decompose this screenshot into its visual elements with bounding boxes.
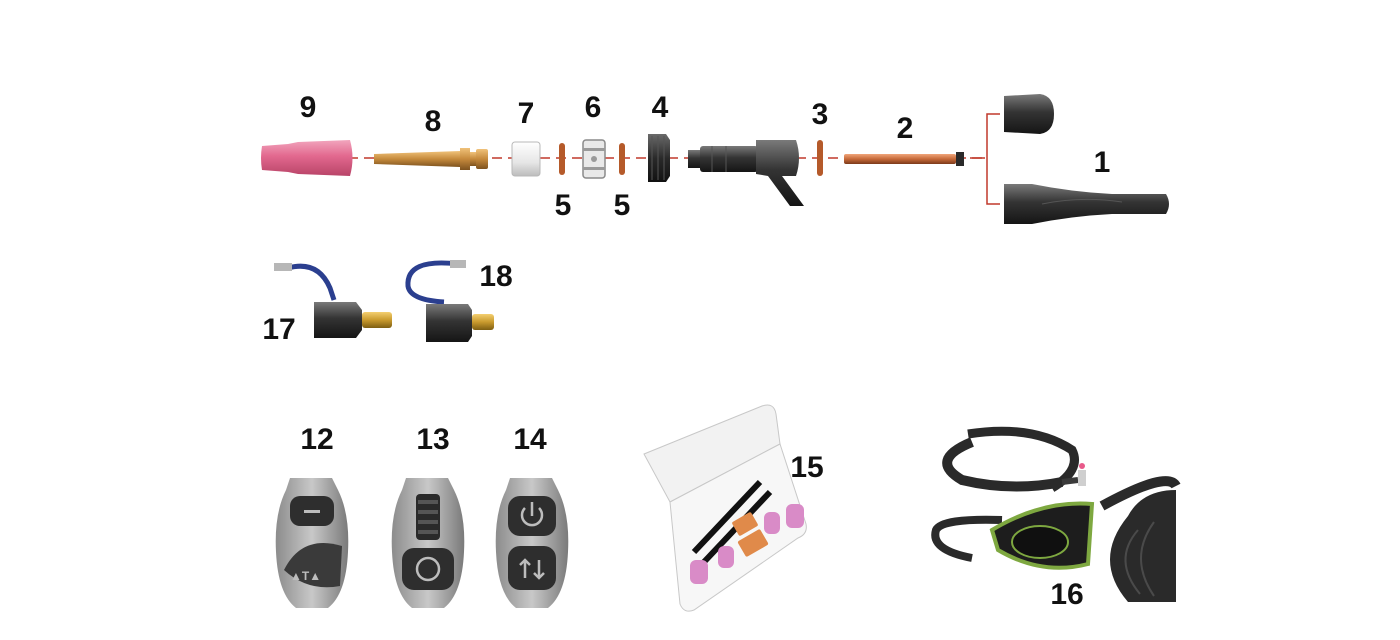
insulator-part-7 bbox=[511, 141, 541, 177]
switch-part-12: ▲T▲ bbox=[275, 478, 349, 608]
label-part-5b: 5 bbox=[613, 189, 631, 222]
back-cap-short-part-1 bbox=[1004, 94, 1054, 134]
up-down-arrows-icon bbox=[519, 558, 545, 580]
label-part-1: 1 bbox=[1093, 146, 1111, 179]
o-ring-part-5b bbox=[619, 143, 625, 175]
label-part-7: 7 bbox=[517, 97, 535, 130]
power-icon bbox=[520, 502, 544, 527]
power-icon bbox=[415, 556, 441, 582]
minus-icon bbox=[304, 510, 320, 513]
label-part-5a: 5 bbox=[554, 189, 572, 222]
back-cap-long-part-1 bbox=[1004, 184, 1169, 224]
o-ring-part-5a bbox=[559, 143, 565, 175]
label-part-3: 3 bbox=[811, 98, 829, 131]
switch-part-13 bbox=[391, 478, 465, 608]
label-part-9: 9 bbox=[299, 91, 317, 124]
label-part-4: 4 bbox=[651, 91, 669, 124]
switch-part-14 bbox=[495, 478, 569, 608]
o-ring-part-3 bbox=[817, 140, 823, 176]
consumables-box-part-15 bbox=[643, 404, 807, 612]
diffuser-part-6 bbox=[582, 139, 606, 179]
label-part-16: 16 bbox=[1050, 578, 1084, 611]
label-part-6: 6 bbox=[584, 91, 602, 124]
label-part-2: 2 bbox=[896, 112, 914, 145]
label-part-12: 12 bbox=[300, 423, 334, 456]
back-cap-rod-part-2 bbox=[844, 152, 964, 166]
cable-assembly-part-16 bbox=[931, 426, 1181, 602]
label-part-14: 14 bbox=[513, 423, 547, 456]
gas-cup-part-9 bbox=[261, 140, 353, 176]
adapter-part-18 bbox=[405, 260, 494, 342]
label-part-18: 18 bbox=[479, 260, 513, 293]
torch-head-body bbox=[688, 140, 804, 206]
collet-body-part-8 bbox=[374, 148, 488, 170]
label-part-8: 8 bbox=[424, 105, 442, 138]
label-part-15: 15 bbox=[790, 451, 824, 484]
label-part-17: 17 bbox=[262, 313, 296, 346]
label-part-13: 13 bbox=[416, 423, 450, 456]
nut-part-4 bbox=[648, 134, 670, 182]
svg-text:▲T▲: ▲T▲ bbox=[290, 569, 321, 583]
adapter-part-17 bbox=[274, 263, 392, 338]
